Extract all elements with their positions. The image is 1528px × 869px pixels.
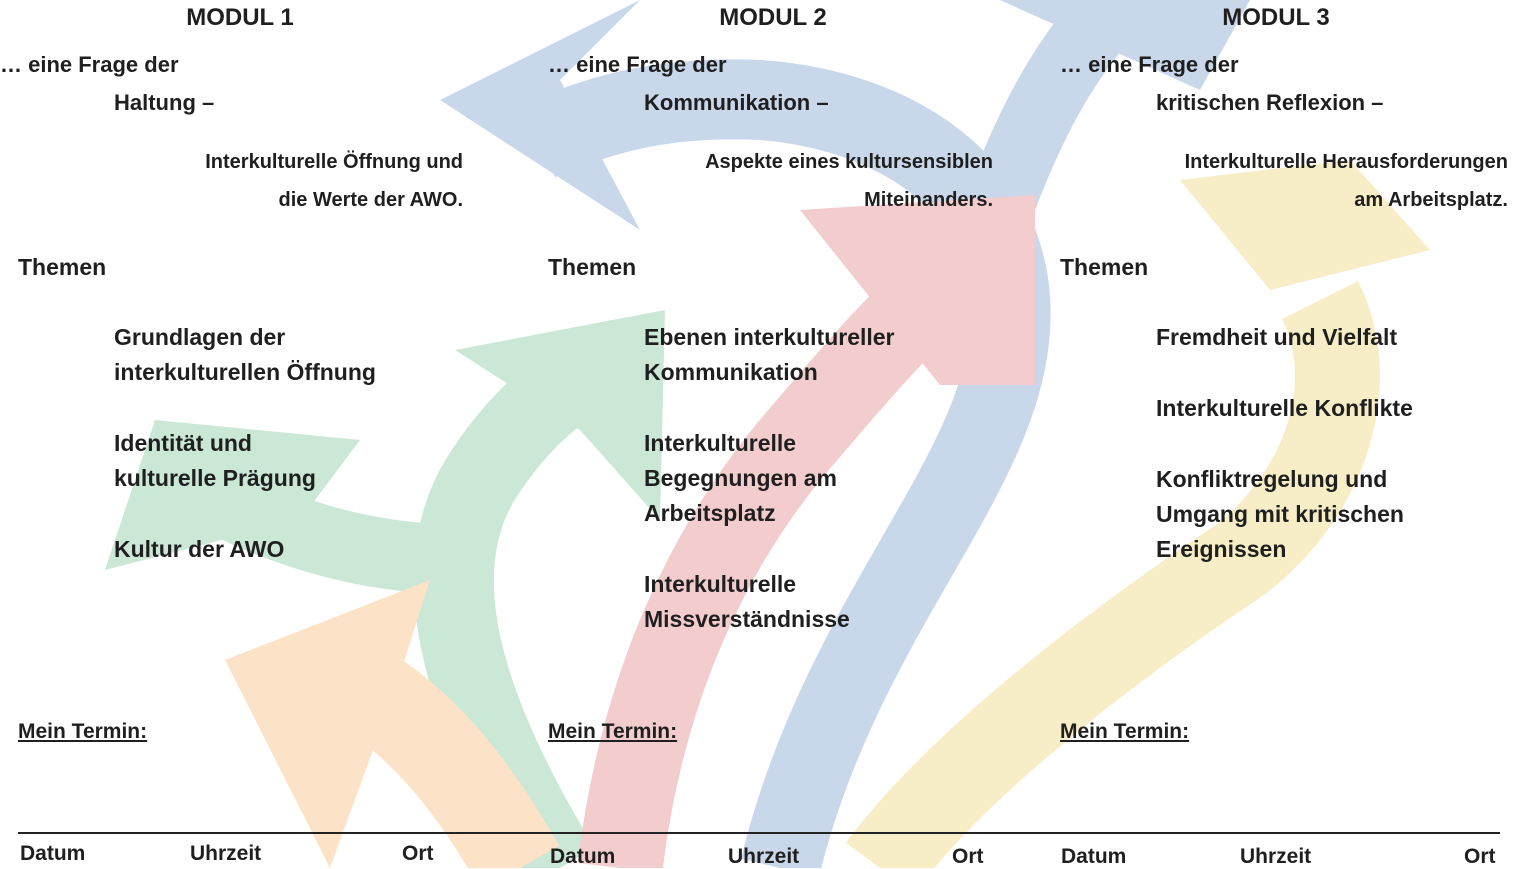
module-subtitle: Interkulturelle Öffnung und die Werte de… <box>205 151 463 211</box>
topic-list: Grundlagen der interkulturellen Öffnung … <box>114 320 474 603</box>
module-focus: Haltung – <box>114 90 215 115</box>
list-item: Interkulturelle Missverständnisse <box>644 571 850 632</box>
orange-arrowhead-icon <box>225 580 430 868</box>
module-title: MODUL 1 <box>186 4 294 31</box>
module-title: MODUL 3 <box>1222 4 1330 31</box>
termin-label: Mein Termin: <box>548 720 678 743</box>
module-1: MODUL 1 … eine Frage der Haltung – Inter… <box>0 0 470 868</box>
column-header-ort: Ort <box>1464 845 1496 868</box>
column-header-ort: Ort <box>402 842 434 865</box>
list-item: Grundlagen der interkulturellen Öffnung <box>114 324 376 385</box>
topic-list: Ebenen interkultureller Kommunikation In… <box>644 320 1004 673</box>
termin-label: Mein Termin: <box>18 720 148 743</box>
list-item: Interkulturelle Begegnungen am Arbeitspl… <box>644 430 837 526</box>
column-header-uhrzeit: Uhrzeit <box>728 845 800 868</box>
module-intro: … eine Frage der <box>0 52 179 77</box>
green-arrowhead-left-icon <box>105 420 360 570</box>
list-item: Interkulturelle Konflikte <box>1156 395 1413 421</box>
module-3: MODUL 3 … eine Frage der kritischen Refl… <box>1060 0 1508 868</box>
module-2: MODUL 2 … eine Frage der Kommunikation –… <box>548 0 998 868</box>
module-subtitle: Aspekte eines kultursensiblen Miteinande… <box>705 151 993 211</box>
module-focus: Kommunikation – <box>644 90 829 115</box>
termin-label: Mein Termin: <box>1060 720 1190 743</box>
list-item: Fremdheit und Vielfalt <box>1156 324 1398 350</box>
module-title: MODUL 2 <box>719 4 827 31</box>
column-header-uhrzeit: Uhrzeit <box>190 842 262 865</box>
footer-divider <box>18 832 1500 834</box>
green-arrowhead-up-icon <box>455 310 665 520</box>
yellow-arrow-icon <box>845 281 1380 868</box>
column-header-datum: Datum <box>1061 845 1127 868</box>
yellow-arrowhead-icon <box>1180 160 1430 290</box>
column-header-datum: Datum <box>550 845 616 868</box>
column-header-uhrzeit: Uhrzeit <box>1240 845 1312 868</box>
module-focus: kritischen Reflexion – <box>1156 90 1384 115</box>
column-header-ort: Ort <box>952 845 984 868</box>
list-item: Kultur der AWO <box>114 536 285 562</box>
list-item: Identität und kulturelle Prägung <box>114 430 316 491</box>
blue-arrowhead-left-icon <box>440 0 640 230</box>
topic-list: Fremdheit und Vielfalt Interkulturelle K… <box>1156 320 1516 603</box>
themen-heading: Themen <box>548 254 637 280</box>
red-arrow-icon <box>577 264 955 868</box>
themen-heading: Themen <box>1060 254 1149 280</box>
module-subtitle: Interkulturelle Herausforderungen am Arb… <box>1184 151 1508 211</box>
blue-arrowhead-top-icon <box>1000 0 1250 90</box>
list-item: Konfliktregelung und Umgang mit kritisch… <box>1156 466 1404 562</box>
themen-heading: Themen <box>18 254 107 280</box>
module-intro: … eine Frage der <box>1060 52 1239 77</box>
column-header-datum: Datum <box>20 842 86 865</box>
list-item: Ebenen interkultureller Kommunikation <box>644 324 895 385</box>
red-arrowhead-icon <box>800 195 1035 385</box>
module-intro: … eine Frage der <box>548 52 727 77</box>
